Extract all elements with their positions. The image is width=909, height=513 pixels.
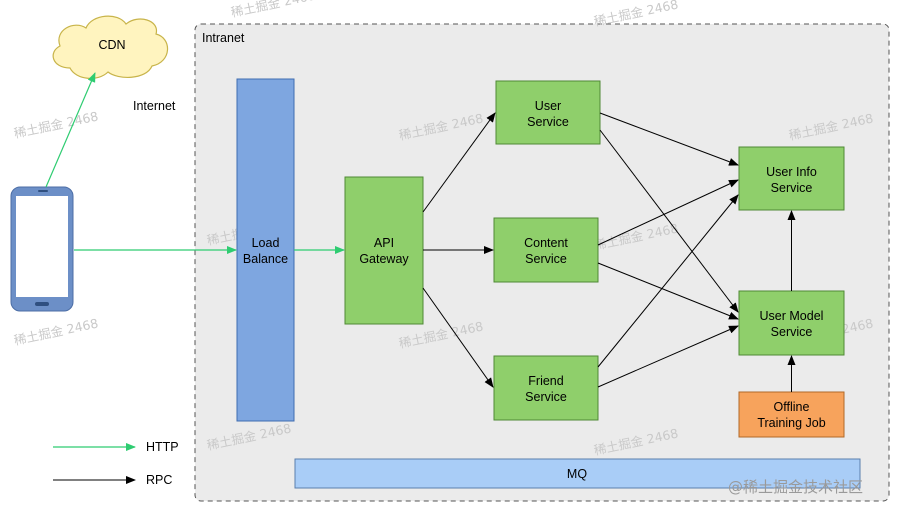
- cloud-icon: [52, 15, 169, 79]
- legend-rpc-label: RPC: [146, 473, 172, 487]
- watermark-text: 稀土掘金 2468: [13, 315, 100, 348]
- api-gateway-node: API Gateway: [344, 176, 424, 325]
- load-balance-label-line1: Load: [252, 236, 280, 250]
- rpc-arrow-content-to-user-info: [597, 179, 739, 246]
- user-model-service-label-line2: Service: [771, 325, 813, 339]
- offline-training-job-label-line1: Offline: [774, 400, 810, 414]
- rpc-arrow-content-to-user-model: [597, 262, 739, 320]
- load-balance-label-line2: Balance: [243, 252, 288, 266]
- user-service-label-line1: User: [535, 99, 561, 113]
- watermark-text: 稀土掘金 2468: [230, 0, 317, 20]
- user-model-service-node: User Model Service: [738, 290, 845, 356]
- api-gateway-label-line1: API: [374, 236, 394, 250]
- friend-service-label-line1: Friend: [528, 374, 563, 388]
- http-connections: [45, 72, 345, 254]
- user-info-service-label-line2: Service: [771, 181, 813, 195]
- api-gateway-label-line2: Gateway: [359, 252, 409, 266]
- offline-training-job-node: Offline Training Job: [738, 391, 845, 438]
- cdn-cloud: CDN: [52, 15, 169, 79]
- mq-node: MQ: [294, 458, 861, 489]
- watermark-text: 稀土掘金 2468: [13, 108, 100, 141]
- user-model-service-label-line1: User Model: [760, 309, 824, 323]
- legend-http-label: HTTP: [146, 440, 179, 454]
- rpc-arrow-gateway-to-user-service: [422, 112, 496, 213]
- cdn-label: CDN: [98, 38, 125, 52]
- user-service-label-line2: Service: [527, 115, 569, 129]
- user-info-service-node: User Info Service: [738, 146, 845, 211]
- load-balance-node: Load Balance: [236, 78, 295, 422]
- rpc-arrow-user-to-user-model: [599, 129, 739, 313]
- content-service-label-line2: Service: [525, 252, 567, 266]
- rpc-arrow-friend-to-user-model: [597, 325, 739, 388]
- friend-service-node: Friend Service: [493, 355, 599, 421]
- content-service-label-line1: Content: [524, 236, 568, 250]
- rpc-connections: [422, 112, 796, 392]
- user-service-node: User Service: [495, 80, 601, 145]
- offline-training-job-label-line2: Training Job: [757, 416, 825, 430]
- corner-watermark: @稀土掘金技术社区: [728, 478, 863, 496]
- rpc-arrow-gateway-to-friend-service: [422, 287, 494, 388]
- rpc-arrow-friend-to-user-info: [597, 194, 739, 368]
- internet-label: Internet: [133, 99, 176, 113]
- legend: HTTP RPC: [53, 440, 179, 487]
- user-info-service-label-line1: User Info: [766, 165, 817, 179]
- http-arrow-phone-to-cdn: [45, 72, 96, 188]
- mobile-phone-icon: [10, 186, 74, 312]
- rpc-arrow-user-to-user-info: [599, 112, 739, 166]
- mq-label: MQ: [567, 467, 587, 481]
- friend-service-label-line2: Service: [525, 390, 567, 404]
- content-service-node: Content Service: [493, 217, 599, 283]
- intranet-label: Intranet: [202, 31, 245, 45]
